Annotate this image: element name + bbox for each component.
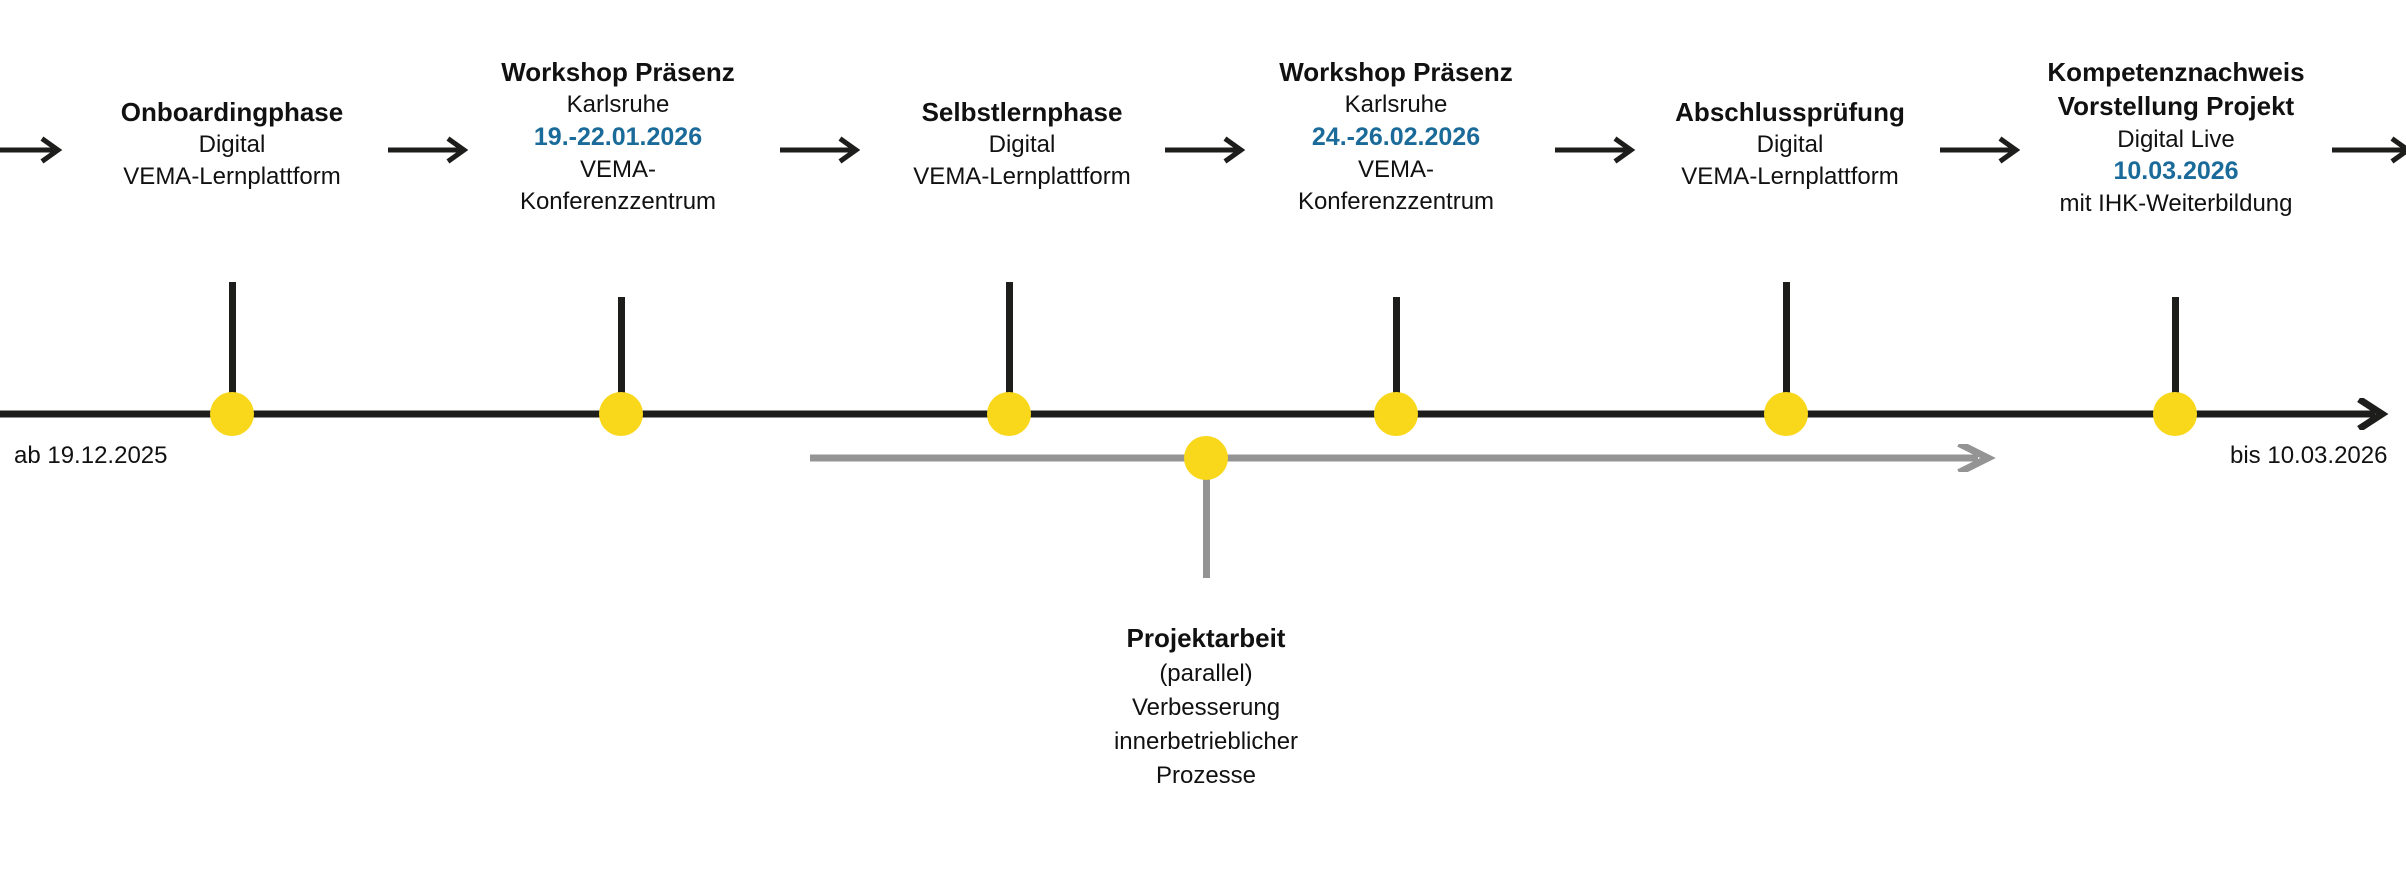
phase-location-part2-workshop-2: Konferenzzentrum — [1297, 187, 1495, 215]
phase-title-line1-kompetenznachweis: Kompetenznachweis — [2047, 57, 2305, 87]
parallel-milestone-stem — [1203, 470, 1210, 578]
phase-mode-abschlusspruefung: Digital — [1756, 131, 1824, 159]
connector-arrow-4 — [1555, 136, 1641, 164]
timeline-start-label: ab 19.12.2025 — [14, 442, 168, 469]
phase-date-workshop-2: 24.-26.02.2026 — [1311, 122, 1481, 151]
phase-mode-selbstlernphase: Digital — [988, 131, 1056, 159]
phase-date-workshop-1: 19.-22.01.2026 — [533, 122, 703, 151]
phase-title-onboarding: Onboardingphase — [120, 97, 344, 127]
milestone-stem-3 — [1006, 282, 1013, 414]
parallel-line-4: Prozesse — [1155, 762, 1257, 790]
phase-mode-kompetenznachweis: Digital Live — [2117, 125, 2235, 153]
milestone-stem-5 — [1783, 282, 1790, 414]
phase-title-workshop-2: Workshop Präsenz — [1279, 57, 1513, 87]
phase-title-abschlusspruefung: Abschlussprüfung — [1675, 97, 1905, 127]
phase-location-part1-workshop-1: VEMA- — [579, 155, 656, 183]
phase-workshop-1: Workshop Präsenz Karlsruhe 19.-22.01.202… — [464, 55, 772, 217]
phase-title-selbstlernphase: Selbstlernphase — [921, 97, 1123, 127]
parallel-line-1: (parallel) — [1159, 659, 1253, 687]
phase-workshop-2: Workshop Präsenz Karlsruhe 24.-26.02.202… — [1242, 55, 1550, 217]
phase-location-part1-workshop-2: VEMA- — [1357, 155, 1434, 183]
connector-arrow-0 — [0, 136, 68, 164]
milestone-dot-workshop-1[interactable] — [599, 392, 643, 436]
connector-arrow-6 — [2332, 136, 2406, 164]
milestone-stem-6 — [2172, 297, 2179, 414]
milestone-stem-1 — [229, 282, 236, 414]
phase-location-onboarding: VEMA-Lernplattform — [123, 162, 341, 190]
connector-arrow-1 — [388, 136, 474, 164]
milestone-dot-workshop-2[interactable] — [1374, 392, 1418, 436]
phase-mode-onboarding: Digital — [198, 131, 266, 159]
milestone-dot-abschlusspruefung[interactable] — [1764, 392, 1808, 436]
parallel-milestone-dot[interactable] — [1184, 436, 1228, 480]
phase-kompetenznachweis: Kompetenznachweis Vorstellung Projekt Di… — [2020, 55, 2332, 220]
milestone-stem-2 — [618, 297, 625, 414]
parallel-track-axis — [810, 444, 2010, 472]
connector-arrow-2 — [780, 136, 866, 164]
parallel-work-block: Projektarbeit (parallel) Verbesserung in… — [1056, 620, 1356, 793]
phase-location-part2-workshop-1: Konferenzzentrum — [519, 187, 717, 215]
phase-date-kompetenznachweis: 10.03.2026 — [2113, 157, 2239, 186]
phase-location-abschlusspruefung: VEMA-Lernplattform — [1681, 162, 1899, 190]
milestone-dot-selbstlernphase[interactable] — [987, 392, 1031, 436]
phase-selbstlernphase: Selbstlernphase Digital VEMA-Lernplattfo… — [872, 95, 1172, 193]
phase-title-line2-kompetenznachweis: Vorstellung Projekt — [2057, 91, 2295, 122]
phase-abschlusspruefung: Abschlussprüfung Digital VEMA-Lernplattf… — [1640, 95, 1940, 193]
parallel-title: Projektarbeit — [1126, 623, 1286, 653]
phase-location-selbstlernphase: VEMA-Lernplattform — [913, 162, 1131, 190]
phase-title-workshop-1: Workshop Präsenz — [501, 57, 735, 87]
timeline-end-label: bis 10.03.2026 — [2230, 442, 2388, 469]
connector-arrow-5 — [1940, 136, 2026, 164]
milestone-dot-onboarding[interactable] — [210, 392, 254, 436]
phase-onboarding: Onboardingphase Digital VEMA-Lernplattfo… — [82, 95, 382, 193]
phase-note-kompetenznachweis: mit IHK-Weiterbildung — [2059, 190, 2293, 218]
milestone-stem-4 — [1393, 297, 1400, 414]
phase-mode-workshop-2: Karlsruhe — [1344, 91, 1448, 119]
phase-mode-workshop-1: Karlsruhe — [566, 91, 670, 119]
parallel-line-3: innerbetrieblicher — [1113, 728, 1299, 756]
parallel-line-2: Verbesserung — [1131, 693, 1281, 721]
connector-arrow-3 — [1165, 136, 1251, 164]
milestone-dot-kompetenznachweis[interactable] — [2153, 392, 2197, 436]
timeline-axis — [0, 398, 2406, 430]
